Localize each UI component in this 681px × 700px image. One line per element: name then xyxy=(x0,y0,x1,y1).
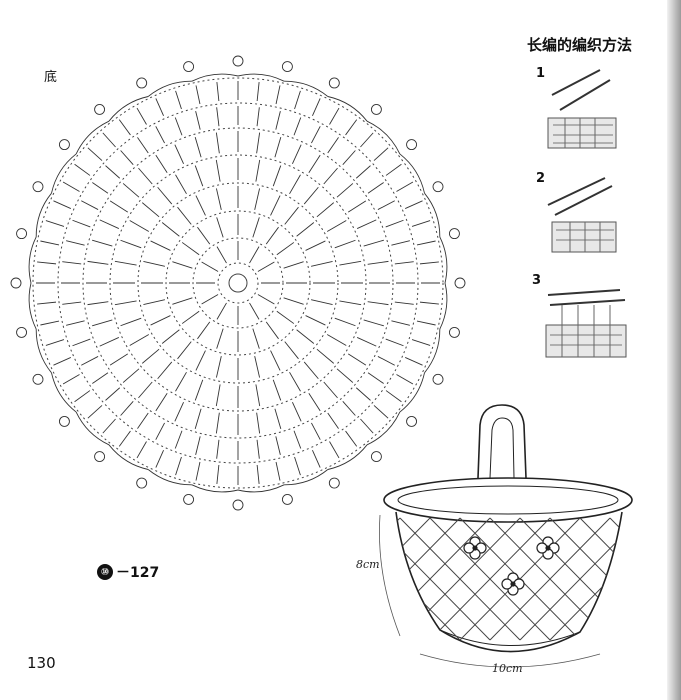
basket-width-label: 10cm xyxy=(492,662,523,675)
step-2-illustration xyxy=(547,177,617,253)
page-number: 130 xyxy=(27,654,56,672)
figure-number: ⑩ －127 xyxy=(97,562,159,582)
base-label: 底 xyxy=(44,70,58,85)
basket-height-label: 8cm xyxy=(356,558,380,571)
figure-circled-number: ⑩ xyxy=(97,564,113,580)
step-3-illustration xyxy=(545,289,627,358)
step-number: 1 xyxy=(536,66,546,81)
step-number: 2 xyxy=(536,171,546,186)
instructions-title: 长编的编织方法 xyxy=(527,36,633,54)
page-edge-shadow xyxy=(667,0,681,700)
step-number: 3 xyxy=(532,273,542,288)
figure-number-text: －127 xyxy=(116,565,160,581)
step-1-illustration xyxy=(547,69,617,149)
